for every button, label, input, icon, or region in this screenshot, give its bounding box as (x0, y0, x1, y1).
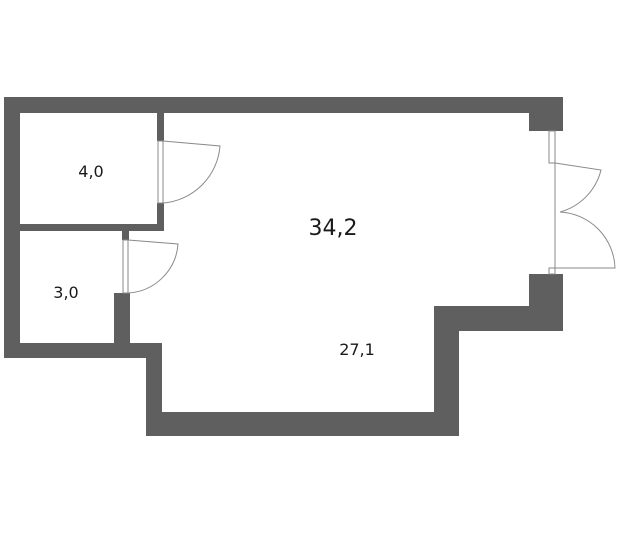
door-swing-entrance-top (554, 162, 602, 213)
door-frame-bottom (548, 267, 556, 275)
partition-storage-upper (157, 113, 164, 141)
door-leaf-bathroom (122, 239, 129, 294)
partition-bath-stub (122, 231, 129, 240)
door-swing-bathroom (127, 239, 179, 294)
partition-horizontal (20, 224, 164, 231)
wall-top (4, 97, 563, 113)
interior-walls (20, 113, 164, 350)
door-swing-storage (162, 140, 221, 204)
door-entrance (548, 130, 616, 275)
wall-bottom-left (4, 343, 162, 358)
door-storage (157, 140, 221, 204)
wall-right-lower (529, 274, 563, 331)
partition-storage-lower (157, 203, 164, 230)
door-bathroom (122, 239, 179, 294)
wall-right-upper (529, 97, 563, 131)
wall-bottom (146, 412, 459, 436)
door-frame-top (548, 130, 556, 164)
door-leaf-storage (157, 140, 164, 204)
wall-left (4, 97, 20, 357)
room-area-main: 27,1 (339, 340, 375, 359)
total-area-label: 34,2 (309, 216, 358, 241)
door-swing-entrance-bottom (555, 211, 616, 269)
partition-bath-lower (114, 293, 130, 350)
room-area-bathroom: 3,0 (53, 283, 78, 302)
exterior-walls (4, 97, 563, 436)
room-area-storage: 4,0 (78, 162, 103, 181)
